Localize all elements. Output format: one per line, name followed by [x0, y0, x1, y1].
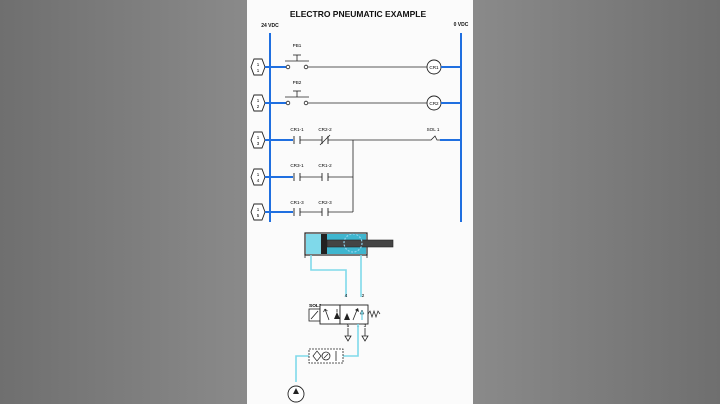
rung-1: PB1 CR1: [270, 43, 461, 75]
cr1-coil-label: CR1: [429, 65, 439, 70]
rung-3: CR1-1 CR2-2 SOL 1: [270, 127, 461, 146]
svg-text:1: 1: [257, 135, 260, 140]
port-4-label: 4: [345, 293, 348, 299]
cylinder-piston: [321, 234, 327, 254]
port-5-label: 5: [347, 323, 350, 329]
valve-solenoid-label: SOL1: [309, 303, 322, 309]
rung-1-number: 1 1: [250, 58, 266, 76]
valve-envelope-right: [339, 304, 369, 325]
exhaust-3: [361, 335, 369, 342]
pb1-pushbutton: PB1: [285, 43, 309, 70]
supply-line-source: [295, 355, 309, 382]
cylinder-rod: [326, 239, 394, 248]
rung-2: PB2 CR2: [270, 80, 461, 111]
svg-text:3: 3: [257, 141, 260, 146]
exhaust-5: [344, 335, 352, 342]
rung-5: CR1-3 CR2-3: [270, 200, 353, 216]
svg-text:1: 1: [257, 68, 260, 73]
port-2-label: 2: [362, 293, 365, 299]
pb1-label: PB1: [293, 43, 302, 48]
cylinder-cap-chamber: [306, 234, 321, 254]
svg-text:1: 1: [257, 207, 260, 212]
rung-4-number: 1 4: [250, 168, 266, 186]
cr1-3-contact: CR1-3: [290, 200, 304, 216]
return-spring: [367, 309, 381, 319]
svg-text:4: 4: [257, 178, 260, 183]
sol1-output: SOL 1: [426, 127, 440, 141]
cr1-3-label: CR1-3: [290, 200, 304, 205]
five-two-solenoid-valve: SOL1 4 2 5 1 3: [308, 293, 381, 342]
pb2-pushbutton: PB2: [285, 80, 309, 106]
page-title: ELECTRO PNEUMATIC EXAMPLE: [290, 9, 427, 19]
sol1-label: SOL 1: [427, 127, 440, 132]
rung-5-number: 1 5: [250, 203, 266, 221]
rung-3-number: 1 3: [250, 131, 266, 149]
rung-2-number: 1 2: [250, 94, 266, 112]
svg-text:1: 1: [257, 172, 260, 177]
right-backdrop: [473, 0, 720, 404]
pb2-label: PB2: [293, 80, 302, 85]
cr3-1-label: CR3-1: [290, 163, 304, 168]
supply-line: [343, 324, 359, 357]
svg-text:1: 1: [257, 98, 260, 103]
left-backdrop: [0, 0, 247, 404]
double-acting-cylinder: [304, 232, 394, 258]
cr2-2-label: CR2-2: [318, 127, 332, 132]
svg-text:2: 2: [257, 104, 260, 109]
cr1-2-contact: CR1-2: [318, 163, 332, 181]
svg-text:1: 1: [257, 62, 260, 67]
rung-4: CR3-1 CR1-2: [270, 163, 353, 181]
svg-text:5: 5: [257, 213, 260, 218]
filter-regulator-unit: [308, 348, 344, 364]
air-line-port-4: [310, 255, 347, 297]
cr3-1-contact: CR3-1: [290, 163, 304, 181]
left-rail-label: 24 VDC: [261, 23, 279, 29]
cr2-2-contact: CR2-2: [318, 127, 332, 146]
cr1-1-contact: CR1-1: [290, 127, 304, 144]
seal-highlight: [343, 233, 363, 253]
right-rail-label: 0 VDC: [454, 22, 469, 28]
cr2-3-label: CR2-3: [318, 200, 332, 205]
cr1-2-label: CR1-2: [318, 163, 332, 168]
cr1-1-label: CR1-1: [290, 127, 304, 132]
cr2-3-contact: CR2-3: [318, 200, 332, 216]
port-3-label: 3: [364, 323, 367, 329]
cr2-coil-label: CR2: [429, 101, 439, 106]
compressor: [287, 385, 305, 403]
